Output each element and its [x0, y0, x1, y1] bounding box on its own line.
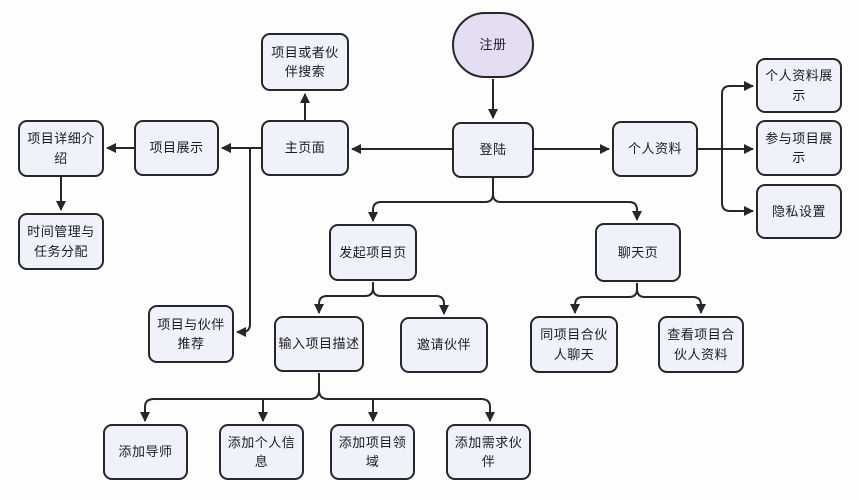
node-view-partner-profile: 查看项目合伙人资料 [658, 316, 744, 373]
node-add-needed-partner: 添加需求伙伴 [446, 424, 531, 480]
node-project-show: 项目展示 [134, 120, 219, 176]
node-project-detail: 项目详细介绍 [18, 120, 104, 177]
node-register: 注册 [452, 12, 534, 78]
node-privacy-settings-label: 隐私设置 [771, 203, 826, 219]
node-profile-show: 个人资料展示 [756, 58, 842, 113]
node-register-label: 注册 [479, 37, 507, 53]
node-add-needed-partner-label: 添加需求伙伴 [454, 434, 523, 470]
node-add-project-field: 添加项目领域 [330, 424, 415, 480]
node-view-partner-profile-label: 查看项目合伙人资料 [667, 327, 735, 362]
node-invite-partner-label: 邀请伙伴 [416, 337, 471, 353]
node-main-page-label: 主页面 [284, 140, 326, 156]
edge-input-desc-add-mentor [140, 373, 320, 422]
edge-profile-privacy [721, 149, 754, 216]
edge-initiate-invite [372, 287, 449, 315]
node-joined-projects: 参与项目展示 [756, 120, 842, 176]
edge-login-initiate [368, 178, 494, 222]
node-input-description: 输入项目描述 [274, 316, 364, 372]
node-invite-partner: 邀请伙伴 [400, 317, 488, 373]
edge-profile-profile-show [721, 81, 754, 149]
edge-initiate-input-desc [314, 282, 374, 314]
node-search-label: 项目或者伙伴搜索 [271, 44, 339, 80]
node-chat-page-label: 聊天页 [617, 244, 659, 260]
node-privacy-settings: 隐私设置 [756, 184, 842, 239]
node-add-mentor-label: 添加导师 [118, 444, 173, 460]
edge-main-recommend [236, 148, 251, 337]
node-main-page: 主页面 [261, 120, 349, 176]
node-project-detail-label: 项目详细介绍 [27, 131, 95, 166]
node-profile-show-label: 个人资料展示 [765, 68, 833, 103]
node-login: 登陆 [452, 122, 534, 178]
node-initiate-project: 发起项目页 [329, 224, 417, 281]
node-chat-page: 聊天页 [595, 223, 681, 282]
node-login-label: 登陆 [479, 142, 507, 158]
node-joined-projects-label: 参与项目展示 [765, 130, 833, 166]
edge-chat-view-partners [636, 288, 706, 314]
node-time-management: 时间管理与任务分配 [18, 213, 104, 270]
node-project-show-label: 项目展示 [149, 140, 204, 156]
edge-chat-chat-partners [570, 283, 638, 314]
node-add-personal-info: 添加个人信息 [219, 424, 304, 480]
edge-login-chat [492, 193, 642, 221]
node-profile-label: 个人资料 [627, 141, 682, 157]
edge-input-desc-add-info [318, 389, 495, 422]
node-initiate-project-label: 发起项目页 [339, 244, 407, 260]
node-time-management-label: 时间管理与任务分配 [27, 224, 95, 259]
node-recommendation-label: 项目与伙伴推荐 [157, 316, 225, 352]
node-add-personal-info-label: 添加个人信息 [227, 434, 296, 470]
node-profile: 个人资料 [612, 121, 698, 177]
node-chat-with-partners: 同项目合伙人聊天 [530, 316, 618, 373]
node-search: 项目或者伙伴搜索 [261, 33, 349, 91]
node-add-mentor: 添加导师 [103, 424, 188, 480]
node-chat-with-partners-label: 同项目合伙人聊天 [540, 327, 608, 362]
node-add-project-field-label: 添加项目领域 [338, 434, 407, 470]
node-recommendation: 项目与伙伴推荐 [148, 305, 234, 363]
node-input-description-label: 输入项目描述 [278, 336, 360, 352]
